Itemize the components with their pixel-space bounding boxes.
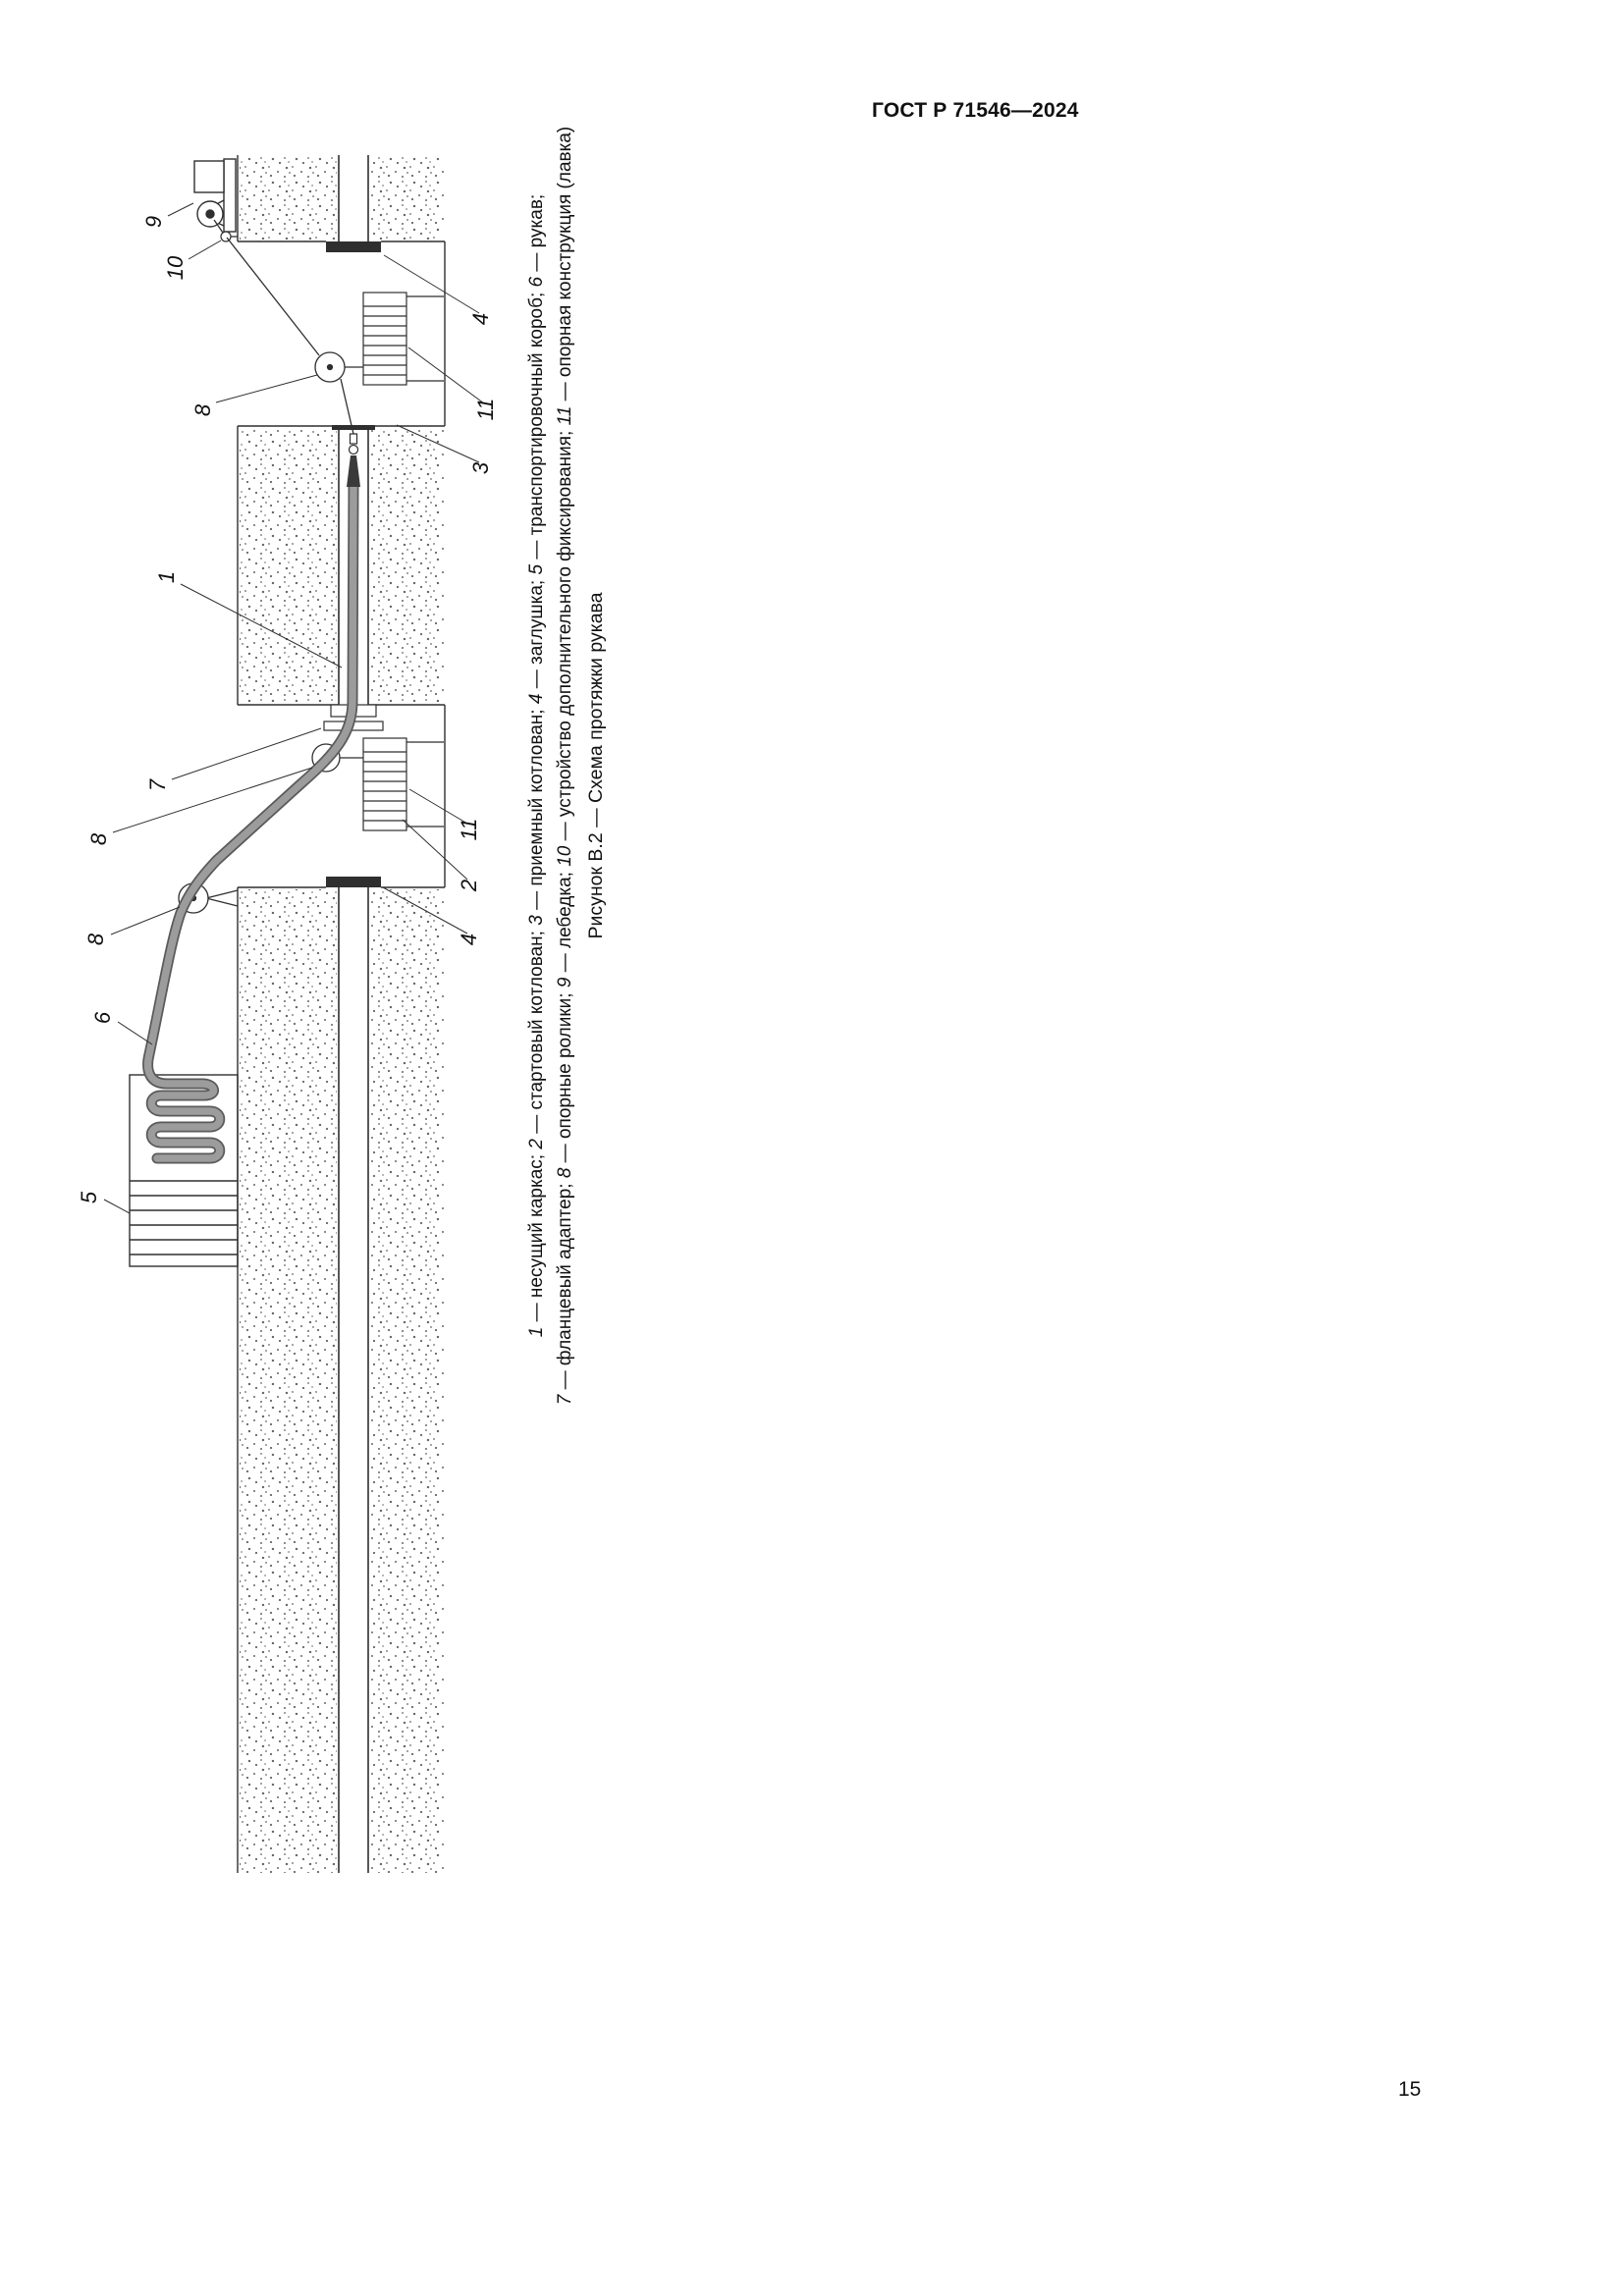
bench-start-pit [362,737,444,831]
cable-link [349,433,358,445]
soil-regions [240,155,444,1873]
pipe-end-plate [332,425,375,430]
label-roller-box: 8 [83,933,108,945]
plug-left [326,877,381,887]
hose [142,481,359,1164]
winch-cable [213,219,354,435]
label-start-pit: 2 [457,880,481,892]
ground-outline [237,155,446,1873]
figure-rotated-container: 9 10 8 4 11 3 1 7 8 11 2 4 8 6 5 1 — нес… [79,127,628,1875]
label-bench-start: 11 [457,819,481,841]
label-winch: 9 [141,216,166,228]
label-hose: 6 [90,1011,115,1024]
figure-legend-line-2: 7 — фланцевый адаптер; 8 — опорные ролик… [555,126,575,1406]
figure-labels: 9 10 8 4 11 3 1 7 8 11 2 4 8 6 5 [79,216,498,1203]
label-plug-left: 4 [457,934,481,945]
pulley-reception-pit [314,351,363,383]
label-roller-start: 8 [86,832,111,845]
pulling-head [347,455,360,487]
winch [193,158,237,233]
label-roller-reception: 8 [190,403,215,416]
figure-diagram: 9 10 8 4 11 3 1 7 8 11 2 4 8 6 5 [79,155,498,1873]
label-bench-reception: 11 [473,399,498,421]
label-reception-pit: 3 [468,461,493,474]
page-header: ГОСТ Р 71546—2024 [872,99,1079,122]
figure-caption: Рисунок В.2 — Схема протяжки рукава [585,592,607,939]
bench-reception-pit [362,292,444,386]
label-adapter: 7 [145,778,170,791]
figure-legend-line-1: 1 — несущий каркас; 2 — стартовый котлов… [526,193,547,1338]
label-fixing-device: 10 [163,255,188,280]
label-carcass: 1 [154,571,179,583]
transport-box [129,1074,239,1267]
plug-right [326,241,381,252]
leader-lines [103,202,485,1214]
label-box: 5 [79,1191,101,1203]
swivel [348,444,359,455]
pipeline [338,155,369,1873]
page-number: 15 [1398,2078,1422,2101]
label-plug-right: 4 [468,313,493,325]
